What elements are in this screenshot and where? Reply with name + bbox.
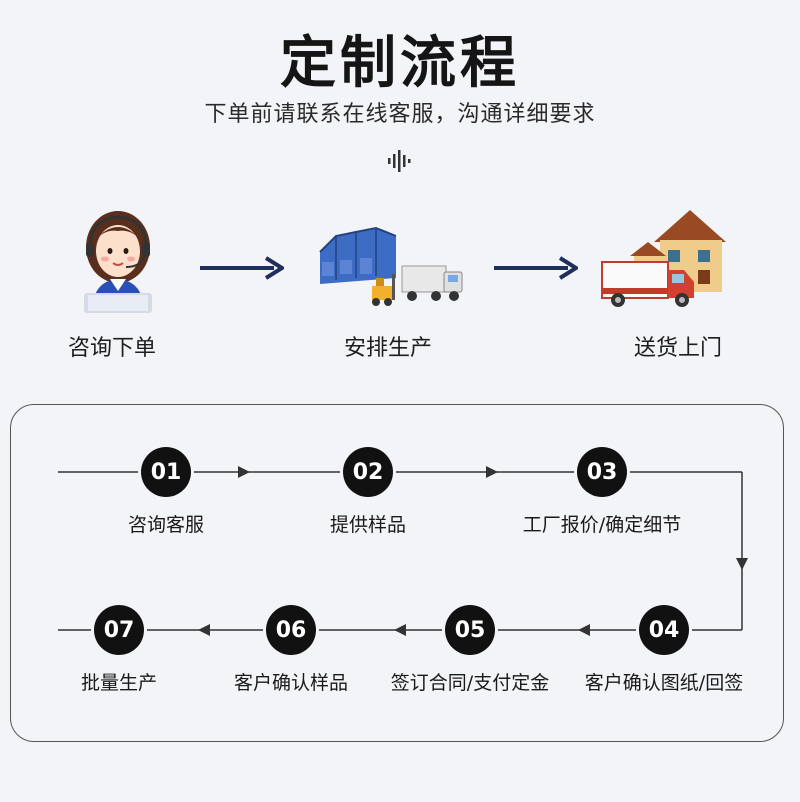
process-panel [10,404,784,742]
step-label-01: 咨询客服 [127,514,204,536]
page-subtitle: 下单前请联系在线客服，沟通详细要求 [204,102,596,127]
sound-wave-icon [388,150,411,172]
arrow-right-icon [494,256,578,280]
step-number-02: 02 [343,447,393,497]
step-label-06: 客户确认样品 [233,672,348,694]
stage-label-delivery: 送货上门 [633,336,722,361]
factory-warehouse-icon [319,226,463,306]
customer-service-agent-icon [84,211,152,313]
page-title: 定制流程 [280,31,520,96]
stage-label-consult: 咨询下单 [67,336,156,361]
step-label-04: 客户确认图纸/回签 [584,672,744,694]
step-number-03: 03 [577,447,627,497]
step-label-05: 签订合同/支付定金 [390,672,550,694]
step-label-07: 批量生产 [80,672,157,694]
step-label-02: 提供样品 [329,514,406,536]
delivery-truck-house-icon [601,210,726,307]
step-number-07: 07 [94,605,144,655]
step-number-05: 05 [445,605,495,655]
stage-label-production: 安排生产 [343,336,432,361]
arrow-right-icon [200,256,284,280]
step-number-04: 04 [639,605,689,655]
step-number-06: 06 [266,605,316,655]
step-number-01: 01 [141,447,191,497]
step-label-03: 工厂报价/确定细节 [522,514,682,536]
